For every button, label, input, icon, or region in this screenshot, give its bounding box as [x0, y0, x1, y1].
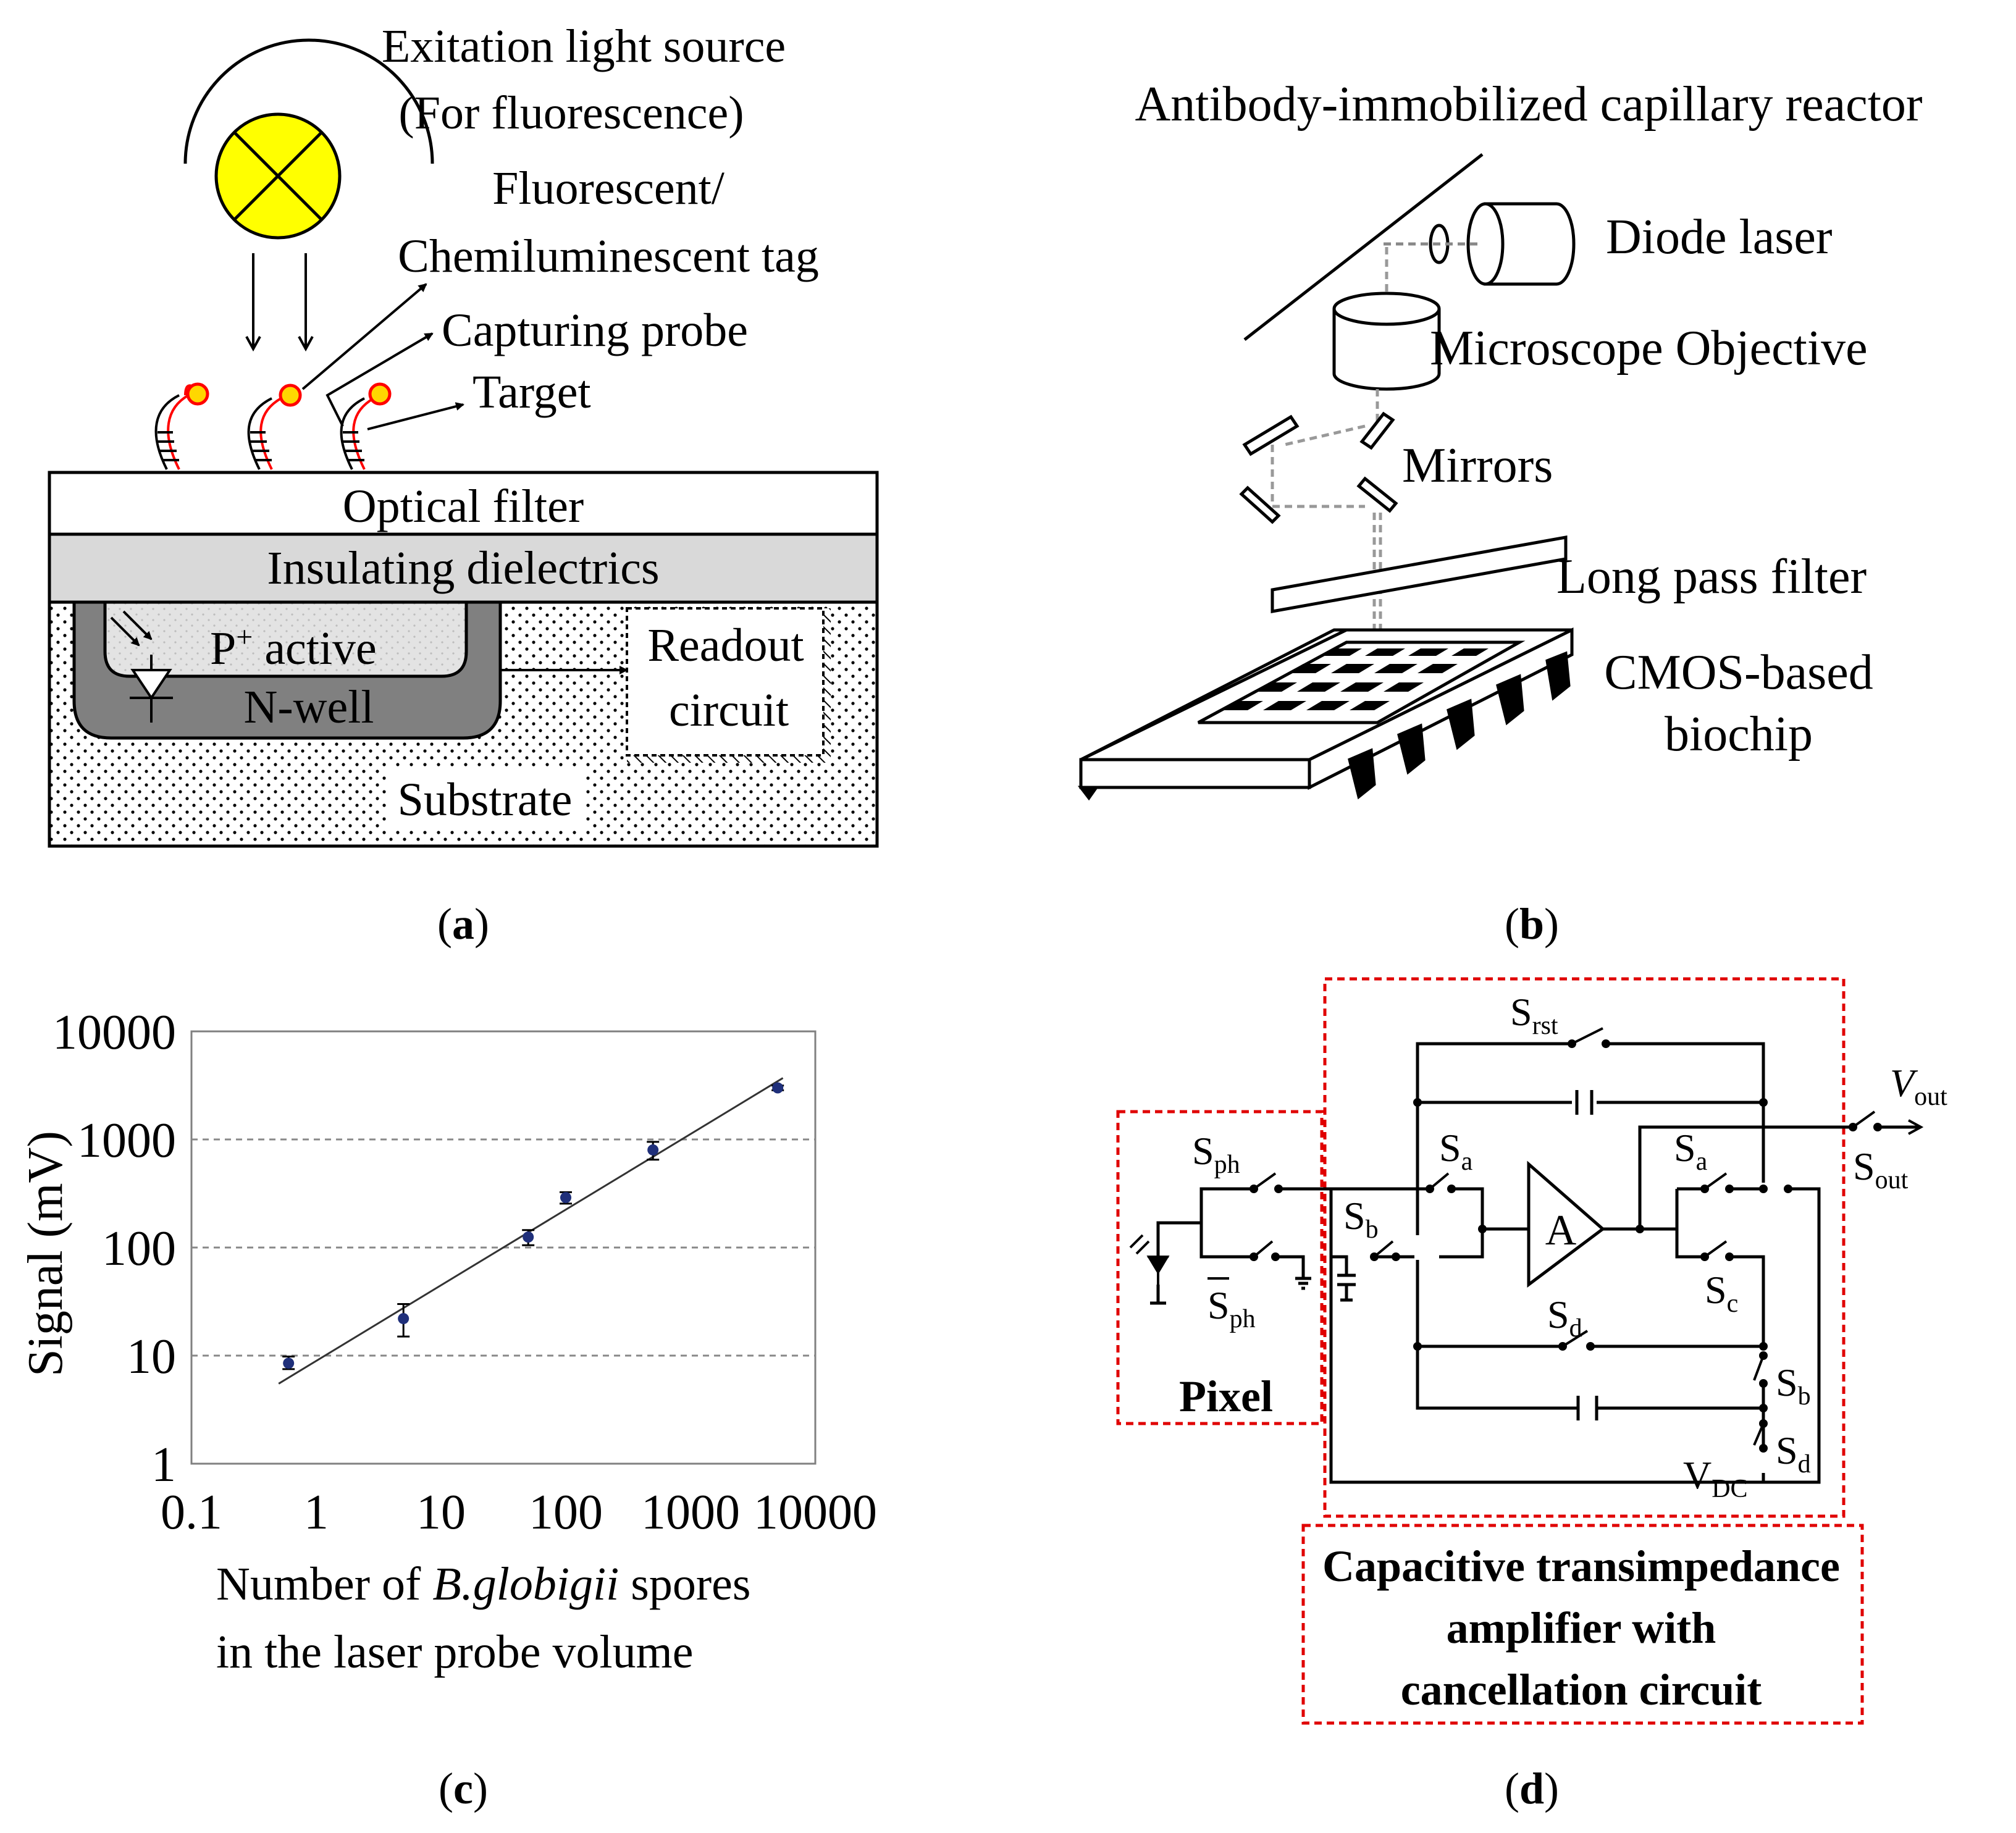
- panel-a: Exitation light source (For fluorescence…: [48, 20, 879, 949]
- chart-point: [398, 1313, 410, 1325]
- panel-d: Pixel Capacitive transimpedance amplifie…: [1116, 977, 1947, 1813]
- tag-icon-3: [368, 382, 392, 406]
- amplifier-label: A: [1545, 1207, 1577, 1254]
- amplifier-icon: [1527, 1160, 1605, 1288]
- switch-contacts: [1250, 1027, 1882, 1453]
- capturing-probe-label: Capturing probe: [442, 304, 748, 356]
- s-d-mid-label: Sd: [1547, 1293, 1582, 1343]
- s-c-label: Sc: [1705, 1268, 1738, 1318]
- nwell-label: N-well: [243, 681, 374, 733]
- chart-point: [772, 1082, 784, 1094]
- caption-c: (c): [439, 1764, 488, 1813]
- chart-ytick-label: 10000: [52, 1005, 176, 1060]
- photodiode-icon: [110, 610, 173, 723]
- v-dc-label: VDC: [1683, 1453, 1748, 1503]
- optical-filter-layer: [48, 471, 879, 536]
- v-out-label: Vout: [1890, 1061, 1947, 1111]
- chart-point: [560, 1192, 571, 1204]
- chart-point: [647, 1144, 659, 1156]
- panel-b: Antibody-immobilized capillary reactor D…: [1077, 77, 1923, 949]
- cta-box: [1323, 977, 1846, 1518]
- s-ph-bar-label: Sph: [1208, 1283, 1256, 1333]
- pixel-label: Pixel: [1179, 1372, 1273, 1421]
- chart-xtick-label: 10: [416, 1485, 466, 1540]
- objective-icon: [1332, 292, 1441, 391]
- chart-ytick-label: 1: [151, 1438, 176, 1492]
- mirrors-label: Mirrors: [1402, 438, 1553, 493]
- chart-xlabel-2: in the laser probe volume: [216, 1626, 693, 1678]
- long-pass-filter: [1270, 535, 1568, 613]
- target-label: Target: [472, 366, 591, 418]
- cta-label-1: Capacitive transimpedance: [1322, 1541, 1840, 1591]
- caption-d: (d): [1505, 1764, 1559, 1813]
- probe-2: [247, 397, 282, 470]
- light-source-label-2: (For fluorescence): [398, 87, 744, 139]
- chart-xtick-label: 0.1: [161, 1485, 222, 1540]
- p-active-region: [103, 600, 468, 678]
- diode-laser-label: Diode laser: [1606, 210, 1833, 264]
- biochip-label-1: CMOS-based: [1604, 645, 1873, 700]
- chart-point: [523, 1231, 534, 1243]
- cta-label-box: [1301, 1524, 1864, 1725]
- long-pass-label: Long pass filter: [1556, 550, 1867, 604]
- readout-label-2: circuit: [669, 684, 789, 736]
- reactor-label: Antibody-immobilized capillary reactor: [1135, 77, 1922, 132]
- s-ph-label: Sph: [1192, 1129, 1240, 1179]
- chart-point: [283, 1357, 295, 1369]
- chart-xtick-label: 100: [529, 1485, 603, 1540]
- pixel-box: [1116, 1110, 1324, 1425]
- insulating-label: Insulating dielectrics: [267, 542, 659, 594]
- s-b-right-label: Sb: [1776, 1361, 1811, 1411]
- cta-label-2: amplifier with: [1447, 1603, 1716, 1653]
- chart-xtick-label: 1: [304, 1485, 329, 1540]
- chart-xlabel-1: Number of B.globigii spores: [216, 1558, 750, 1610]
- biochip-label-2: biochip: [1665, 707, 1813, 761]
- s-b-left-label: Sb: [1343, 1194, 1379, 1244]
- s-out-label: Sout: [1853, 1144, 1909, 1194]
- p-active-label: P+ active: [210, 621, 377, 674]
- chart-marks: [278, 1077, 784, 1385]
- sensor-array: [1220, 648, 1489, 710]
- chart-ytick-label: 100: [102, 1222, 176, 1276]
- tag-label-2: Chemiluminescent tag: [398, 230, 819, 282]
- tag-icon-1: [186, 382, 209, 406]
- capillary-reactor: [1243, 153, 1484, 341]
- chart-xtick-label: 10000: [754, 1485, 877, 1540]
- tag-label-1: Fluorescent/: [492, 162, 725, 214]
- tag-icon-2: [279, 384, 302, 407]
- caption-a: (a): [437, 899, 489, 949]
- s-a-right-label: Sa: [1674, 1126, 1708, 1176]
- light-source-label-1: Exitation light source: [382, 20, 786, 72]
- s-d-right-label: Sd: [1776, 1428, 1811, 1479]
- mirrors-icon: [1239, 411, 1398, 524]
- lamp-reflector: [183, 38, 434, 164]
- substrate-label-bg: [386, 769, 584, 828]
- chart-xtick-label: 1000: [641, 1485, 740, 1540]
- readout-label-1: Readout: [647, 619, 804, 671]
- s-a-left-label: Sa: [1439, 1126, 1473, 1176]
- chart-ylabel: Signal (mV): [19, 1131, 73, 1377]
- chart-ytick-label: 1000: [77, 1114, 176, 1168]
- probe-3: [340, 397, 374, 470]
- objective-label: Microscope Objective: [1430, 321, 1868, 375]
- readout-box: [626, 607, 825, 757]
- cta-label-3: cancellation circuit: [1401, 1665, 1762, 1714]
- substrate-label: Substrate: [398, 774, 573, 826]
- optical-filter-label: Optical filter: [343, 480, 584, 532]
- pixel-photodiode-icon: [1129, 1234, 1170, 1285]
- caption-b: (b): [1505, 899, 1559, 949]
- s-rst-label: Srst: [1510, 990, 1558, 1040]
- chart-ytick-label: 10: [127, 1330, 176, 1384]
- circuit-wires: [1150, 1042, 1921, 1484]
